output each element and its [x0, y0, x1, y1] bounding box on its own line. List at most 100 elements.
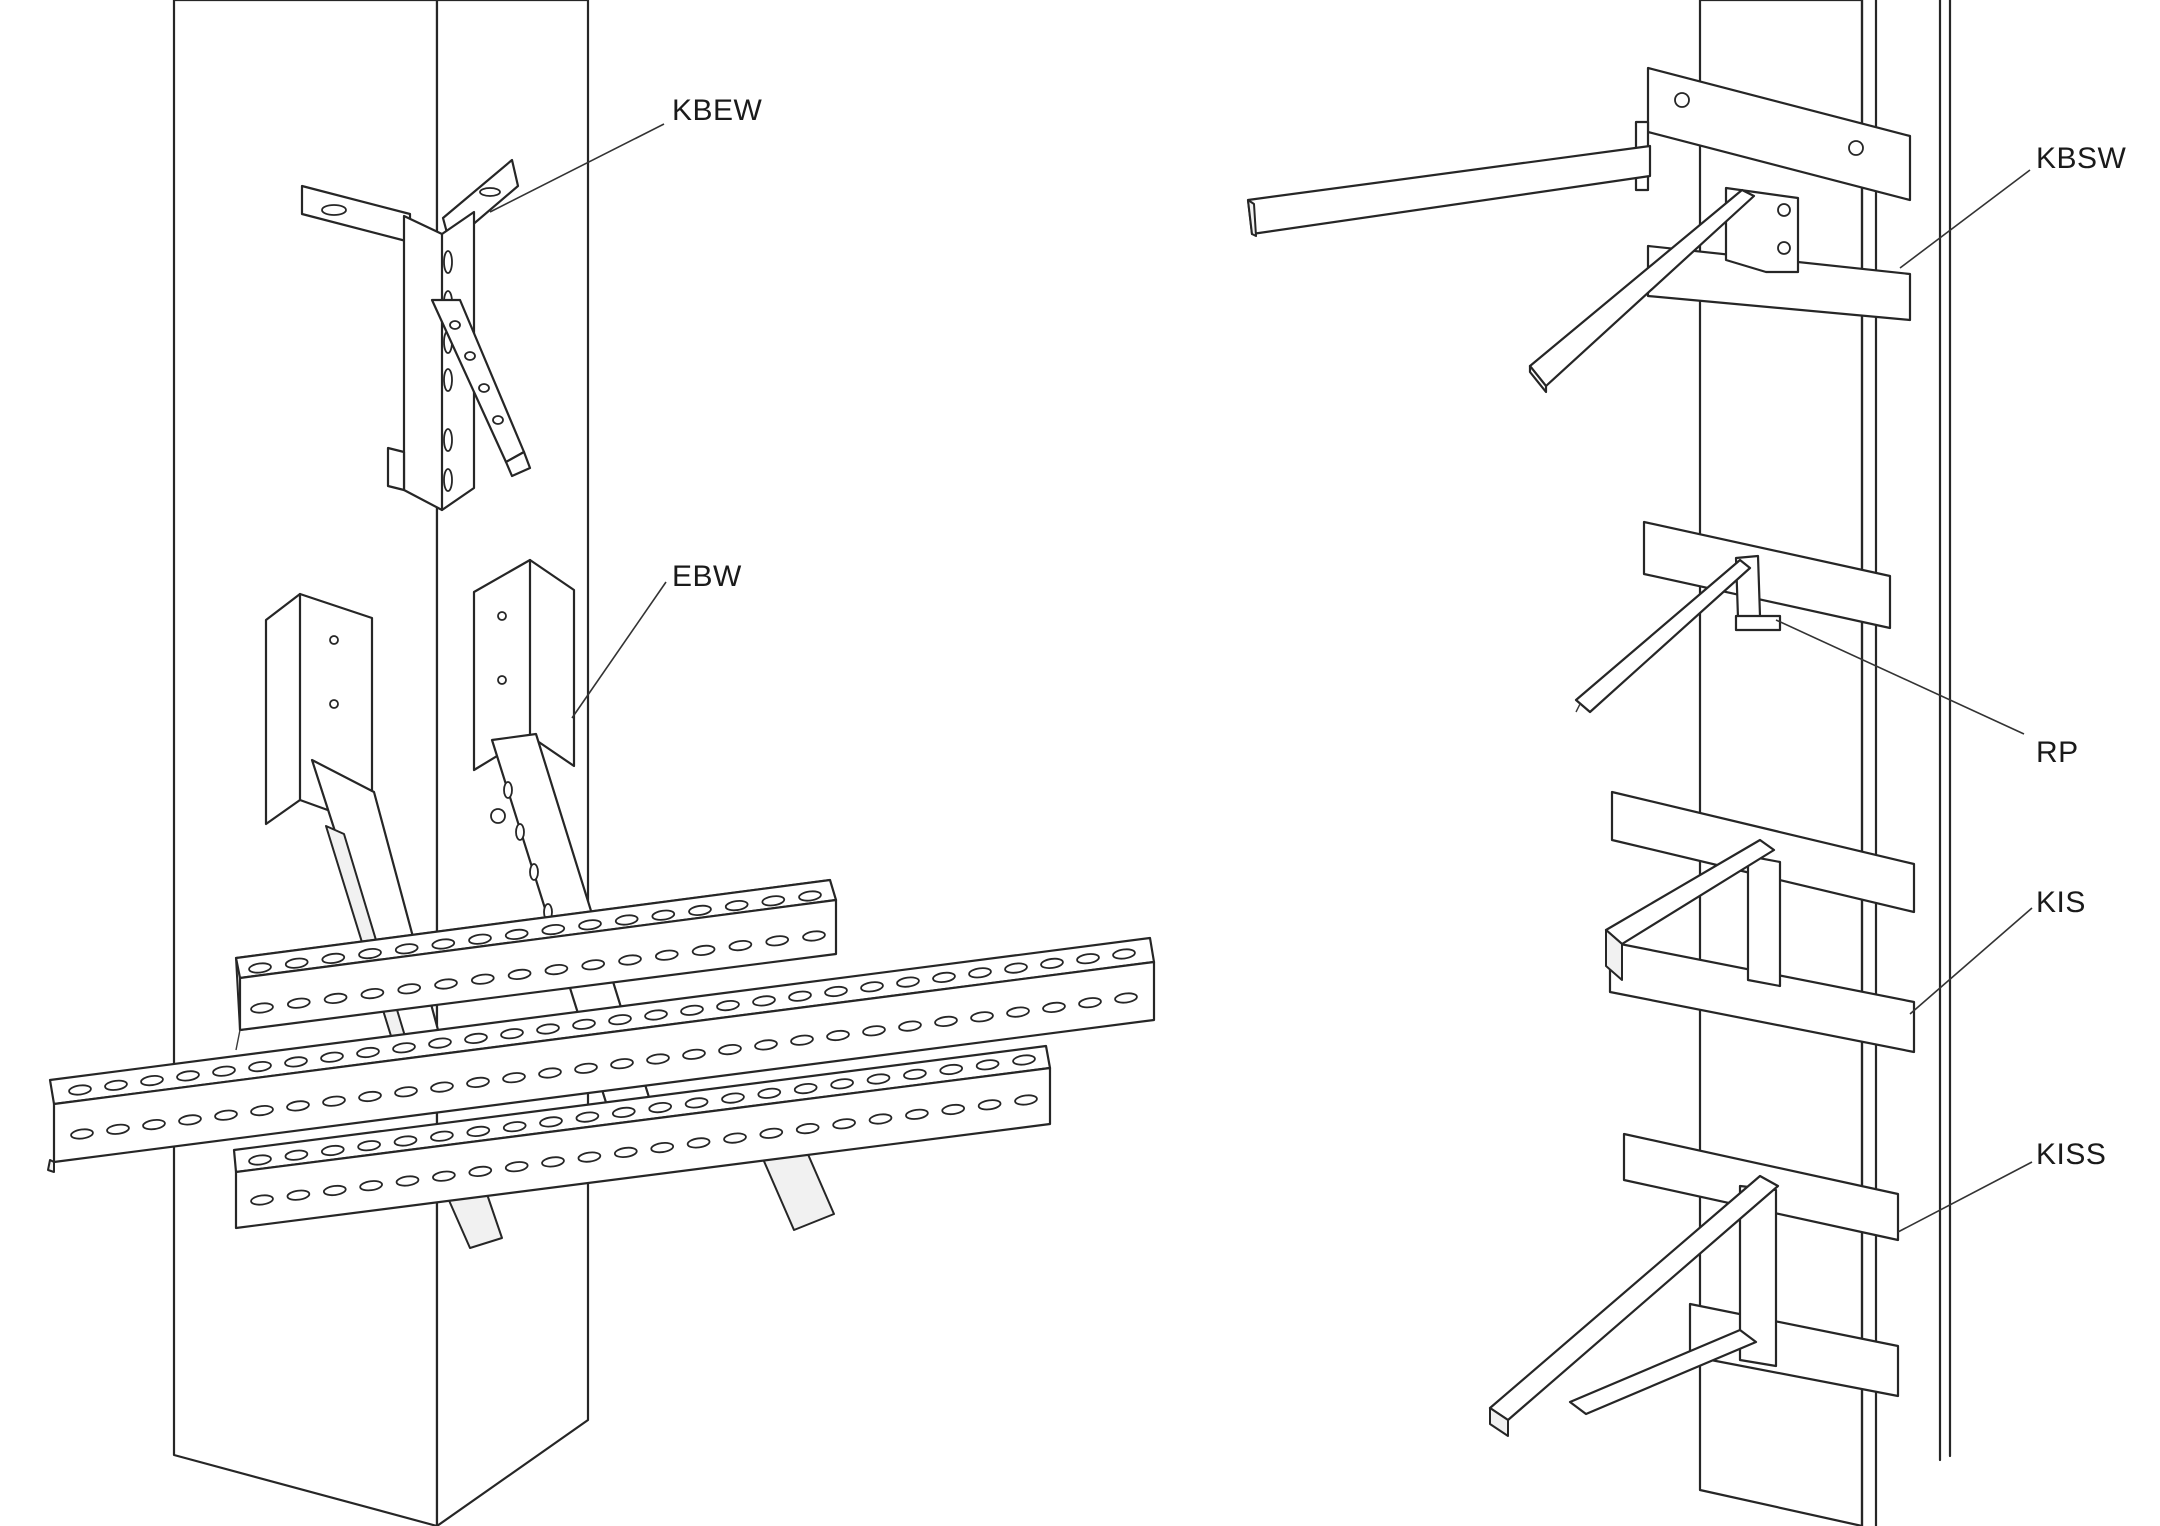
rail-slot [802, 930, 826, 942]
rail-slot [359, 1180, 383, 1192]
rail-slot [360, 988, 385, 1000]
rail-slot [250, 1105, 274, 1117]
rail-slot [574, 1062, 598, 1074]
rail-slot [1076, 953, 1100, 965]
rail-slot [358, 1090, 382, 1103]
rail-slot [975, 1059, 1000, 1071]
rail-slot [539, 1116, 563, 1128]
leader-lines [489, 123, 2033, 1233]
rail-slot [650, 1142, 675, 1154]
rail-slot [723, 1132, 747, 1144]
rail-slot [718, 1044, 742, 1056]
rail-slot [654, 949, 679, 961]
rail-slot [468, 1165, 493, 1177]
rail-slot [896, 976, 920, 988]
rail-slot [284, 1056, 308, 1068]
rail-slot [248, 1154, 272, 1166]
label-ebw: EBW [672, 560, 742, 593]
leader-kbew [489, 123, 665, 213]
rail-slot [830, 1078, 854, 1090]
rail-slot [757, 1087, 782, 1099]
rail-slot [176, 1070, 200, 1082]
rail-slot [68, 1084, 92, 1096]
rail-slot [248, 1061, 272, 1073]
rail-slot [322, 1095, 346, 1107]
rail-slot [941, 1103, 966, 1116]
rail-slot [939, 1063, 964, 1076]
rail-slot [284, 1149, 309, 1161]
label-kiss: KISS [2036, 1138, 2106, 1171]
rail-slot [502, 1121, 527, 1133]
kis-bracket [1604, 790, 1916, 1054]
rail-slot [759, 1127, 784, 1139]
rail-slot [430, 1130, 454, 1142]
rail-slot [860, 981, 884, 993]
rail-slot [832, 1118, 856, 1130]
rail-slot [572, 1018, 596, 1030]
rail-slot [536, 1023, 560, 1035]
leader-kbsw [1899, 169, 2031, 269]
rail-slot [434, 978, 458, 990]
rail-slot [504, 1161, 529, 1173]
rail-slot [691, 944, 716, 956]
rail-slot [397, 983, 422, 995]
rail-slot [358, 948, 382, 960]
rail-slot [321, 952, 346, 964]
rail-slot [614, 914, 639, 926]
rail-slot [394, 943, 419, 955]
rail-slot [70, 1128, 94, 1140]
rail-slot [466, 1125, 491, 1137]
rail-slot [648, 1102, 673, 1114]
rail-slot [716, 1000, 740, 1012]
label-kis: KIS [2036, 886, 2086, 919]
rail-slot [500, 1028, 524, 1040]
rail-slot [618, 954, 642, 966]
rail-slot [977, 1099, 1002, 1111]
rail-slot [392, 1042, 416, 1054]
rail-slot [322, 1184, 347, 1197]
rail-slot [788, 990, 812, 1002]
rail-slot [250, 1194, 274, 1206]
rail-slot [610, 1058, 634, 1070]
rail-slot [684, 1097, 709, 1109]
rail-slot [754, 1039, 778, 1051]
rail-slot [578, 919, 602, 931]
rail-slot [752, 995, 776, 1007]
leader-ebw [571, 581, 667, 719]
rail-slot [793, 1083, 818, 1095]
rail-slot [688, 904, 712, 916]
rail-slot [428, 1037, 452, 1049]
rail-slot [826, 1029, 850, 1042]
rail-slot [968, 967, 992, 979]
leader-rp [1775, 619, 2025, 735]
rail-slot [790, 1034, 814, 1046]
rail-slot [905, 1108, 929, 1120]
kbew-bracket [300, 158, 532, 512]
rail-slot [431, 938, 456, 950]
rail-slot [724, 900, 749, 912]
rail-slot [104, 1079, 128, 1091]
rail-slot [680, 1004, 704, 1016]
rail-slot [721, 1092, 745, 1104]
rail-slot [320, 1051, 344, 1063]
rail-slots [68, 890, 1138, 1206]
rail-slot [728, 940, 753, 952]
rail-slot [541, 1156, 565, 1168]
label-kbew: KBEW [672, 94, 763, 127]
rail-slot [613, 1146, 638, 1158]
rail-slot [466, 1076, 490, 1088]
rail-slot [140, 1075, 164, 1087]
rail-slot [142, 1119, 166, 1131]
rail-slot [608, 1014, 632, 1026]
rail-slot [581, 959, 606, 971]
rail-slot [214, 1109, 238, 1121]
rail-slot [646, 1053, 670, 1065]
rail-slot [320, 1144, 345, 1157]
rail-slot [577, 1151, 602, 1163]
rail-slot [286, 1189, 311, 1201]
kiss-bracket [1488, 1132, 1900, 1437]
rail-slot [1114, 992, 1138, 1004]
leader-kiss [1897, 1161, 2033, 1233]
rail-slot [765, 935, 790, 947]
